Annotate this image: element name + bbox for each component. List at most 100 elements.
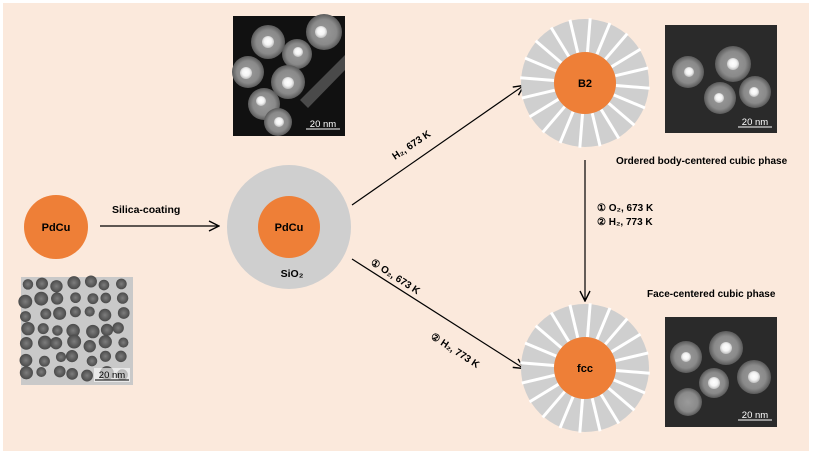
shell-segment-gap [524,56,557,73]
shell-segment-gap [541,105,566,134]
fcc-particle: fcc [520,303,650,433]
shell-segment-gap [614,66,649,78]
shell-segment-gap [549,311,571,343]
tem-nanoparticle [81,369,93,382]
shell-segment-gap [585,303,592,338]
tem-nanoparticle [19,353,33,367]
shell-segment-gap [528,97,560,119]
haadf-fcc-micrograph: 20 nm [665,317,777,427]
tem-nanoparticle [117,307,130,319]
shell-segment-gap [613,93,646,110]
tem-nanoparticle [35,277,48,290]
shell-segment-gap [615,368,650,375]
tem-nanoparticle [84,306,95,317]
tem-nanoparticle [34,291,49,306]
tem-nanoparticle [98,279,110,291]
tem-nanoparticle [19,366,33,380]
fcc-shell-segments [520,303,650,433]
fcc-label: fcc [577,363,593,375]
shell-segment-gap [590,112,602,147]
tem-nanoparticle [52,325,63,336]
b2-shell-segments [520,18,650,148]
tem-nanoparticle [21,321,35,336]
shell-segment-gap [604,317,629,346]
shell-segment-gap [521,373,556,385]
pdcu-bare-particle: PdCu [24,195,88,259]
tem-nanoparticle [115,350,127,363]
shell-segment-gap [558,111,575,144]
tem-nanoparticle [22,279,34,290]
shell-segment-gap [521,88,556,100]
shell-segment-gap [599,393,621,425]
shell-segment-gap [599,108,621,140]
h2-path-arrow [351,86,523,206]
shell-segment-gap [534,39,563,64]
shell-segment-gap [610,47,642,69]
shell-label: SiO₂ [281,268,304,280]
vertical-step1-label: ① O₂, 673 K [597,203,654,214]
tem-nanoparticle [100,292,112,304]
shell-segment-gap [585,18,592,53]
b2-particle: B2 [520,18,650,148]
b2-scale-label: 20 nm [742,117,768,128]
coated-core-label: PdCu [275,222,304,234]
shell-segment-gap [534,324,563,349]
shell-segment-gap [568,304,580,339]
shell-segment-gap [610,332,642,354]
tem-nanoparticle [118,337,129,348]
shell-segment-gap [590,397,602,432]
tem-pdcu-micrograph: 20 nm [18,275,133,385]
shell-segment-gap [607,102,636,127]
shell-segment-gap [614,351,649,363]
haadf-coated-micrograph: 20 nm [232,14,345,136]
shell-segment-gap [613,378,646,395]
tem-nanoparticle [100,323,114,336]
b2-label: B2 [578,78,592,90]
o2-path-arrow [351,258,523,368]
tem-nanoparticle [36,366,47,377]
shell-segment-gap [568,19,580,54]
coated-particle: PdCu SiO₂ [227,165,351,289]
tem-nanoparticle [38,335,52,350]
tem-nanoparticle [67,276,81,290]
shell-segment-gap [604,32,629,61]
tem-nanoparticle [83,340,96,353]
tem-nanoparticle [20,311,31,323]
tem-nanoparticle [50,280,63,293]
tem-nanoparticle [69,306,81,318]
shell-segment-gap [524,341,557,358]
tem-scale-label: 20 nm [99,370,125,381]
tem-nanoparticle [53,365,66,378]
tem-nanoparticle [66,368,78,380]
shell-segment-gap [520,76,555,83]
shell-segment-gap [528,382,560,404]
tem-nanoparticle [55,351,67,363]
shell-segment-gap [549,26,571,58]
tem-nanoparticle [66,323,80,338]
tem-nanoparticle [19,336,33,350]
b2-phase-caption: Ordered body-centered cubic phase [616,156,788,167]
shell-segment-gap [520,361,555,368]
tem-nanoparticle [67,334,82,349]
tem-nanoparticle [53,306,67,320]
tem-nanoparticle [70,292,81,304]
tem-nanoparticle [98,335,112,349]
coated-scale-label: 20 nm [310,119,336,130]
tem-nanoparticle [51,292,64,305]
haadf-b2-micrograph: 20 nm [665,25,777,133]
shell-segment-gap [595,307,612,340]
tem-nanoparticle [65,350,79,363]
tem-nanoparticle [49,336,63,350]
tem-nanoparticle [84,275,97,288]
tem-nanoparticle [40,308,52,320]
pdcu-bare-label: PdCu [42,222,71,234]
tem-nanoparticle [37,323,49,335]
silica-coating-label: Silica-coating [112,204,180,216]
fcc-phase-caption: Face-centered cubic phase [647,289,776,300]
vertical-step2-label: ② H₂, 773 K [597,217,653,228]
shell-segment-gap [607,387,636,412]
tem-nanoparticle [99,350,112,362]
shell-segment-gap [578,113,585,148]
